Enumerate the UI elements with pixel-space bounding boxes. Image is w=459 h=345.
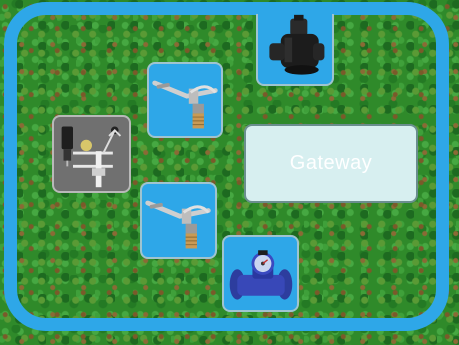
gateway-label: Gateway — [290, 152, 372, 175]
impact-sprinkler-icon — [149, 64, 221, 136]
gateway-node[interactable]: Gateway — [244, 124, 418, 203]
device-tile-water-meter[interactable] — [222, 235, 299, 312]
device-tile-sprinkler-1[interactable] — [147, 62, 223, 138]
device-tile-solenoid-valve[interactable] — [256, 14, 334, 86]
impact-sprinkler-icon — [142, 184, 215, 257]
device-tile-weather-station[interactable] — [52, 115, 131, 193]
weather-station-icon — [54, 117, 129, 191]
solenoid-valve-icon — [258, 14, 332, 84]
device-tile-sprinkler-2[interactable] — [140, 182, 217, 259]
water-meter-icon — [224, 237, 297, 310]
